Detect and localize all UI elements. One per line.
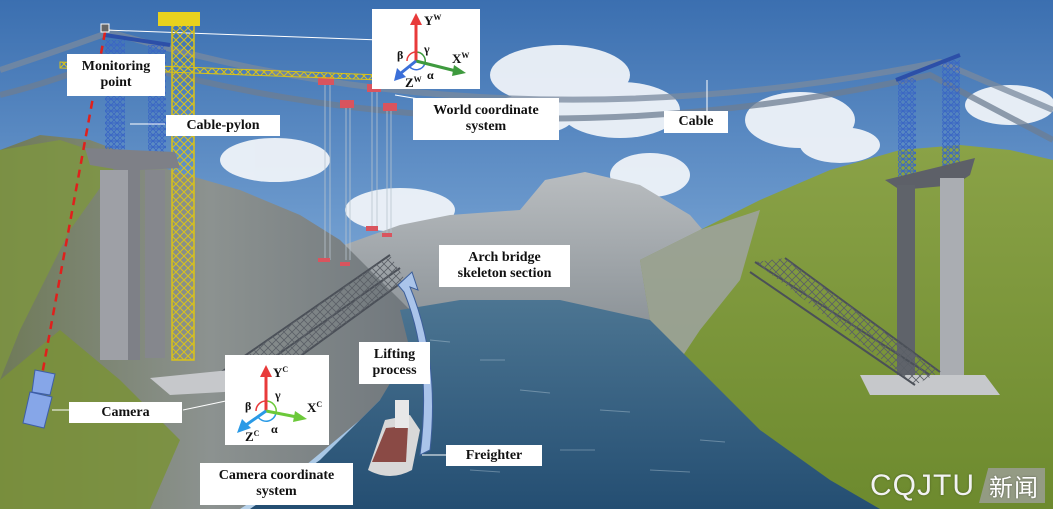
svg-text:ZC: ZC — [245, 429, 260, 444]
world-x-label: X — [452, 51, 462, 66]
hangers — [324, 82, 392, 260]
camera-coordinate-axes-box: YC XC ZC β γ α — [225, 355, 329, 445]
camera-alpha-label: α — [271, 422, 278, 436]
camera-z-axis — [245, 409, 267, 427]
watermark-chinese: 新闻 — [979, 468, 1045, 503]
camera-x-label: X — [307, 400, 317, 415]
camera-device — [22, 369, 56, 429]
monitoring-target-marker — [100, 23, 110, 33]
world-z-arrowhead — [394, 68, 406, 81]
cable-pylon-label-text: Cable-pylon — [186, 117, 260, 133]
monitoring-point-label-line2: point — [100, 75, 132, 90]
cable-label-text: Cable — [678, 114, 714, 129]
camera-z-sup: C — [254, 429, 260, 438]
arch-bridge-label-line1: Arch bridge — [468, 250, 541, 265]
camera-z-label: Z — [245, 429, 254, 444]
monitoring-point-label-line1: Monitoring — [81, 59, 151, 74]
camera-x-arrowhead — [293, 411, 307, 422]
svg-text:ZW: ZW — [405, 75, 422, 89]
camera-y-sup: C — [282, 365, 288, 374]
camera-alpha-arc — [257, 412, 277, 422]
monitoring-sight-line — [104, 29, 381, 41]
world-z-sup: W — [414, 75, 422, 84]
svg-text:YW: YW — [424, 13, 441, 28]
camera-x-sup: C — [316, 400, 322, 409]
lifting-process-label-line1: Lifting — [373, 347, 416, 362]
freighter-label-text: Freighter — [465, 447, 523, 463]
camera-x-axis — [265, 409, 298, 419]
world-axes-diagram: YW XW ZW β γ α — [394, 13, 469, 90]
monitoring-point-label: Monitoring point — [67, 54, 165, 96]
camera-coordinate-system-label: Camera coordinate system — [200, 463, 353, 505]
world-gamma-label: γ — [423, 42, 430, 56]
world-z-label: Z — [405, 75, 414, 89]
world-x-axis — [415, 59, 457, 73]
lifting-process-label-line2: process — [372, 363, 417, 378]
cqjtu-news-watermark: CQJTU 新闻 — [870, 468, 1045, 503]
world-alpha-label: α — [427, 68, 434, 82]
arch-bridge-label-line2: skeleton section — [457, 266, 552, 281]
world-x-arrowhead — [452, 65, 466, 76]
svg-text:YC: YC — [273, 365, 288, 380]
world-y-sup: W — [433, 13, 441, 22]
right-cable-tower — [895, 53, 961, 178]
camera-beta-label: β — [245, 399, 251, 413]
cable-pylon-label: Cable-pylon — [166, 115, 280, 136]
right-concrete-pylon — [860, 158, 1000, 395]
camera-y-label: Y — [273, 365, 283, 380]
world-y-label: Y — [424, 13, 434, 28]
watermark-latin: CQJTU — [870, 468, 975, 502]
lifting-process-label: Lifting process — [359, 342, 430, 384]
cable-label: Cable — [664, 111, 728, 133]
svg-text:XW: XW — [452, 51, 469, 66]
world-coordinate-axes-box: YW XW ZW β γ α — [372, 9, 480, 90]
arch-bridge-skeleton-label: Arch bridge skeleton section — [439, 245, 570, 287]
camera-label-text: Camera — [101, 404, 150, 420]
camera-gamma-label: γ — [274, 388, 281, 402]
left-concrete-pylon — [85, 148, 180, 360]
right-arch-skeleton — [749, 257, 941, 386]
world-beta-label: β — [397, 48, 403, 62]
lifting-arrow — [397, 271, 433, 456]
world-coordinate-system-label: World coordinate system — [413, 98, 559, 140]
camera-y-arrowhead — [260, 365, 272, 377]
camera-axes-diagram: YC XC ZC β γ α — [237, 365, 322, 444]
world-coordinate-label-line2: system — [465, 119, 507, 134]
camera-z-arrowhead — [237, 419, 251, 433]
world-coordinate-label-line1: World coordinate — [433, 103, 539, 118]
world-z-axis — [400, 59, 417, 75]
camera-coordinate-label-line1: Camera coordinate — [218, 468, 335, 483]
world-x-sup: W — [461, 51, 469, 60]
camera-label: Camera — [69, 402, 182, 423]
svg-text:XC: XC — [307, 400, 322, 415]
world-y-arrowhead — [410, 13, 422, 25]
camera-coordinate-label-line2: system — [256, 484, 297, 499]
freighter-label: Freighter — [446, 445, 542, 466]
freighter-ship — [368, 400, 420, 476]
